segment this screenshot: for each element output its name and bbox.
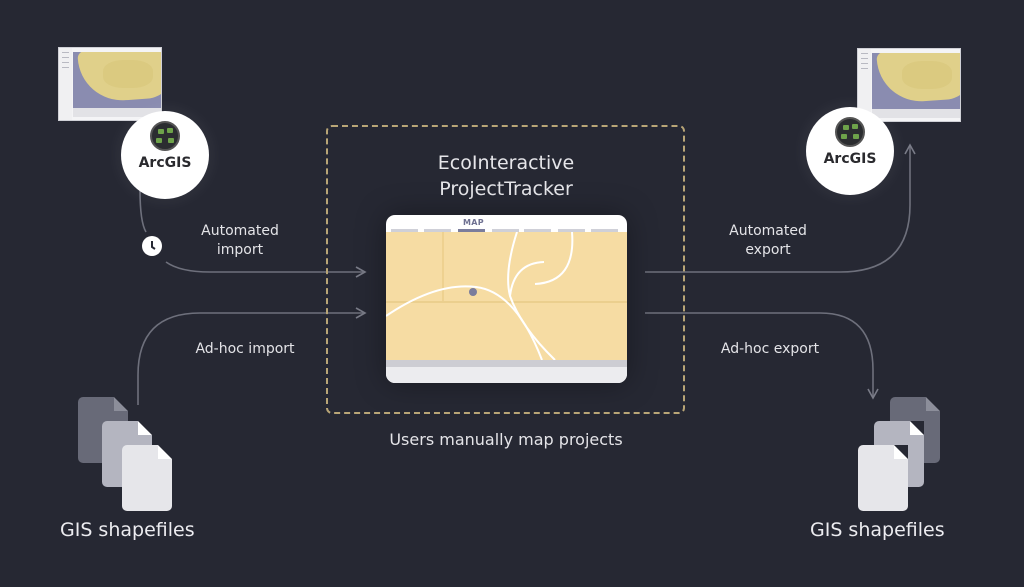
shapefiles-stack-left	[78, 397, 174, 512]
caption-label: Users manually map projects	[389, 430, 623, 449]
arcgis-label-left: ArcGIS	[138, 155, 192, 171]
shapefiles-label-left: GIS shapefiles	[60, 519, 195, 541]
arcgis-badge-right: ArcGIS	[806, 107, 894, 195]
app-tab	[591, 229, 618, 232]
app-tab	[492, 229, 519, 232]
arcgis-globe-icon	[835, 117, 865, 147]
automated-import-label: Automated import	[201, 223, 279, 258]
adhoc-import-label: Ad-hoc import	[195, 341, 295, 357]
projecttracker-app-mockup: MAP	[386, 215, 627, 383]
clock-icon	[142, 236, 162, 256]
project-map-area	[386, 231, 627, 361]
shapefiles-label-right: GIS shapefiles	[810, 519, 945, 541]
app-tab-map	[458, 229, 485, 232]
arcgis-globe-icon	[150, 121, 180, 151]
automated-export-label: Automated export	[729, 223, 807, 258]
arcgis-label-right: ArcGIS	[823, 151, 877, 167]
app-tab-bar: MAP	[386, 215, 627, 232]
app-footer	[386, 367, 627, 383]
projecttracker-boundary	[326, 125, 685, 414]
projecttracker-title: EcoInteractive ProjectTracker	[437, 152, 575, 200]
shapefiles-stack-right	[858, 397, 954, 512]
arcgis-map-thumbnail-left	[58, 47, 162, 121]
app-tab	[524, 229, 551, 232]
app-tab	[424, 229, 451, 232]
document-icon	[122, 445, 172, 511]
arcgis-badge-left: ArcGIS	[121, 111, 209, 199]
adhoc-export-label: Ad-hoc export	[720, 341, 820, 357]
app-tab	[558, 229, 585, 232]
document-icon	[858, 445, 908, 511]
app-tab	[391, 229, 418, 232]
app-footer-bar	[386, 360, 627, 367]
arcgis-map-thumbnail-right	[857, 48, 961, 122]
map-pin-icon	[469, 288, 477, 296]
app-tab-map-label: MAP	[463, 218, 484, 227]
